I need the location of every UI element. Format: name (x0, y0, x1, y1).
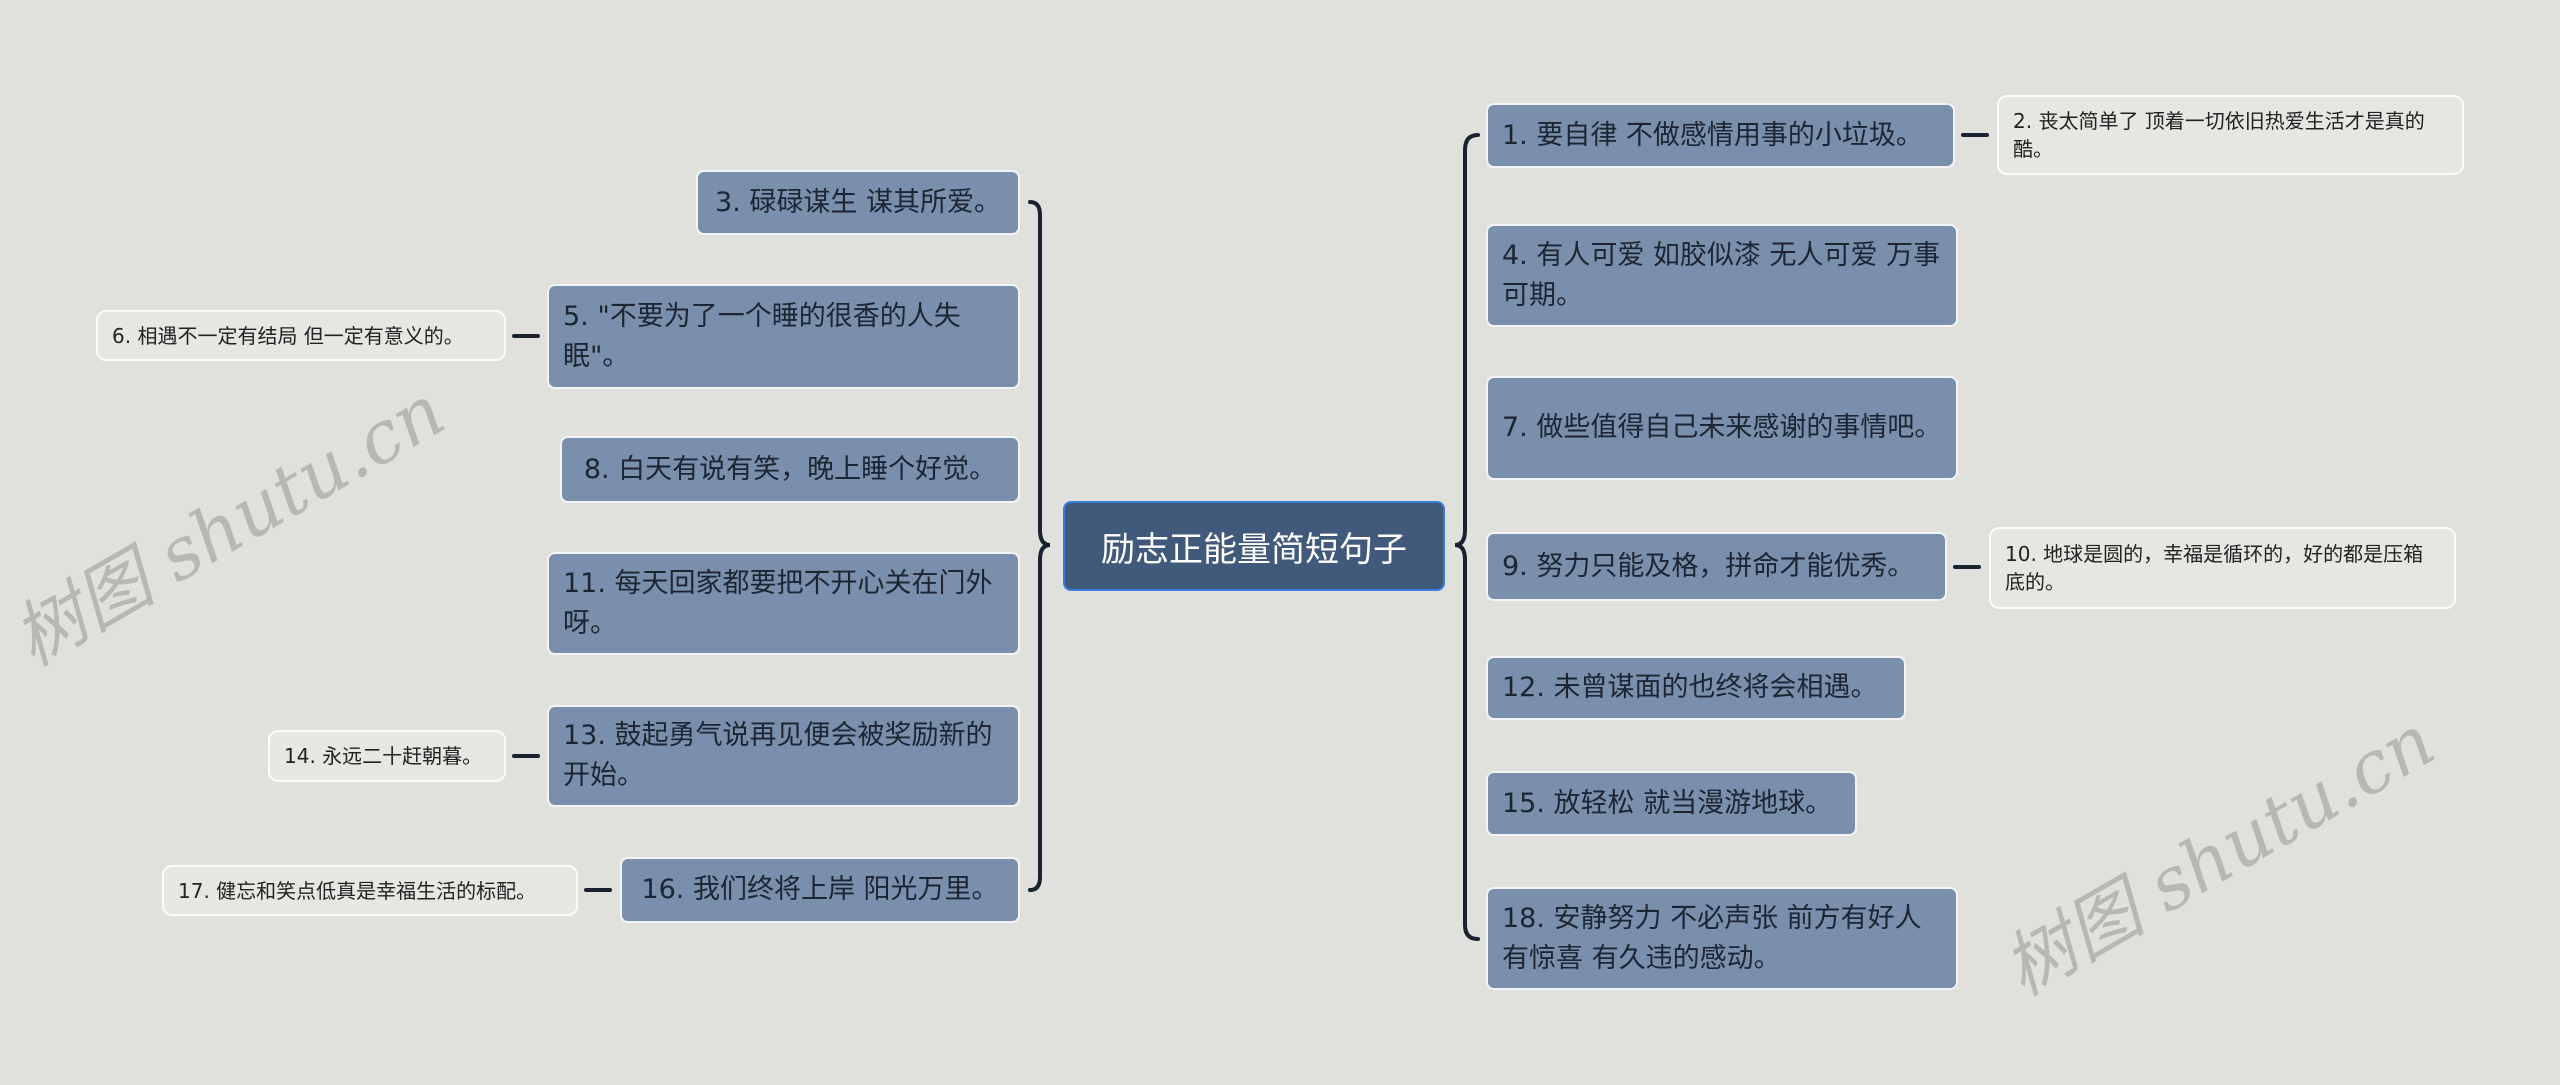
topic-node[interactable]: 3. 碌碌谋生 谋其所爱。 (696, 170, 1020, 235)
topic-node[interactable]: 5. "不要为了一个睡的很香的人失眠"。 (547, 284, 1020, 389)
left-bracket (1028, 200, 1051, 892)
topic-node[interactable]: 18. 安静努力 不必声张 前方有好人 有惊喜 有久违的感动。 (1486, 887, 1958, 990)
subtopic-node[interactable]: 14. 永远二十赶朝暮。 (268, 730, 506, 782)
topic-node[interactable]: 1. 要自律 不做感情用事的小垃圾。 (1486, 103, 1955, 168)
topic-node[interactable]: 7. 做些值得自己未来感谢的事情吧。 (1486, 376, 1958, 480)
topic-node[interactable]: 9. 努力只能及格，拼命才能优秀。 (1486, 532, 1947, 601)
topic-node[interactable]: 16. 我们终将上岸 阳光万里。 (620, 857, 1020, 923)
subtopic-node[interactable]: 2. 丧太简单了 顶着一切依旧热爱生活才是真的酷。 (1997, 95, 2464, 175)
topic-node[interactable]: 13. 鼓起勇气说再见便会被奖励新的开始。 (547, 705, 1020, 807)
subtopic-node[interactable]: 10. 地球是圆的，幸福是循环的，好的都是压箱底的。 (1989, 527, 2456, 609)
right-bracket (1454, 133, 1480, 941)
topic-node[interactable]: 11. 每天回家都要把不开心关在门外呀。 (547, 552, 1020, 655)
topic-node[interactable]: 12. 未曾谋面的也终将会相遇。 (1486, 656, 1906, 720)
topic-node[interactable]: 15. 放轻松 就当漫游地球。 (1486, 771, 1857, 836)
topic-node[interactable]: 4. 有人可爱 如胶似漆 无人可爱 万事可期。 (1486, 224, 1958, 327)
central-topic[interactable]: 励志正能量简短句子 (1063, 501, 1445, 591)
subtopic-node[interactable]: 6. 相遇不一定有结局 但一定有意义的。 (96, 310, 506, 361)
topic-node[interactable]: 8. 白天有说有笑，晚上睡个好觉。 (560, 436, 1020, 503)
subtopic-node[interactable]: 17. 健忘和笑点低真是幸福生活的标配。 (162, 865, 578, 916)
